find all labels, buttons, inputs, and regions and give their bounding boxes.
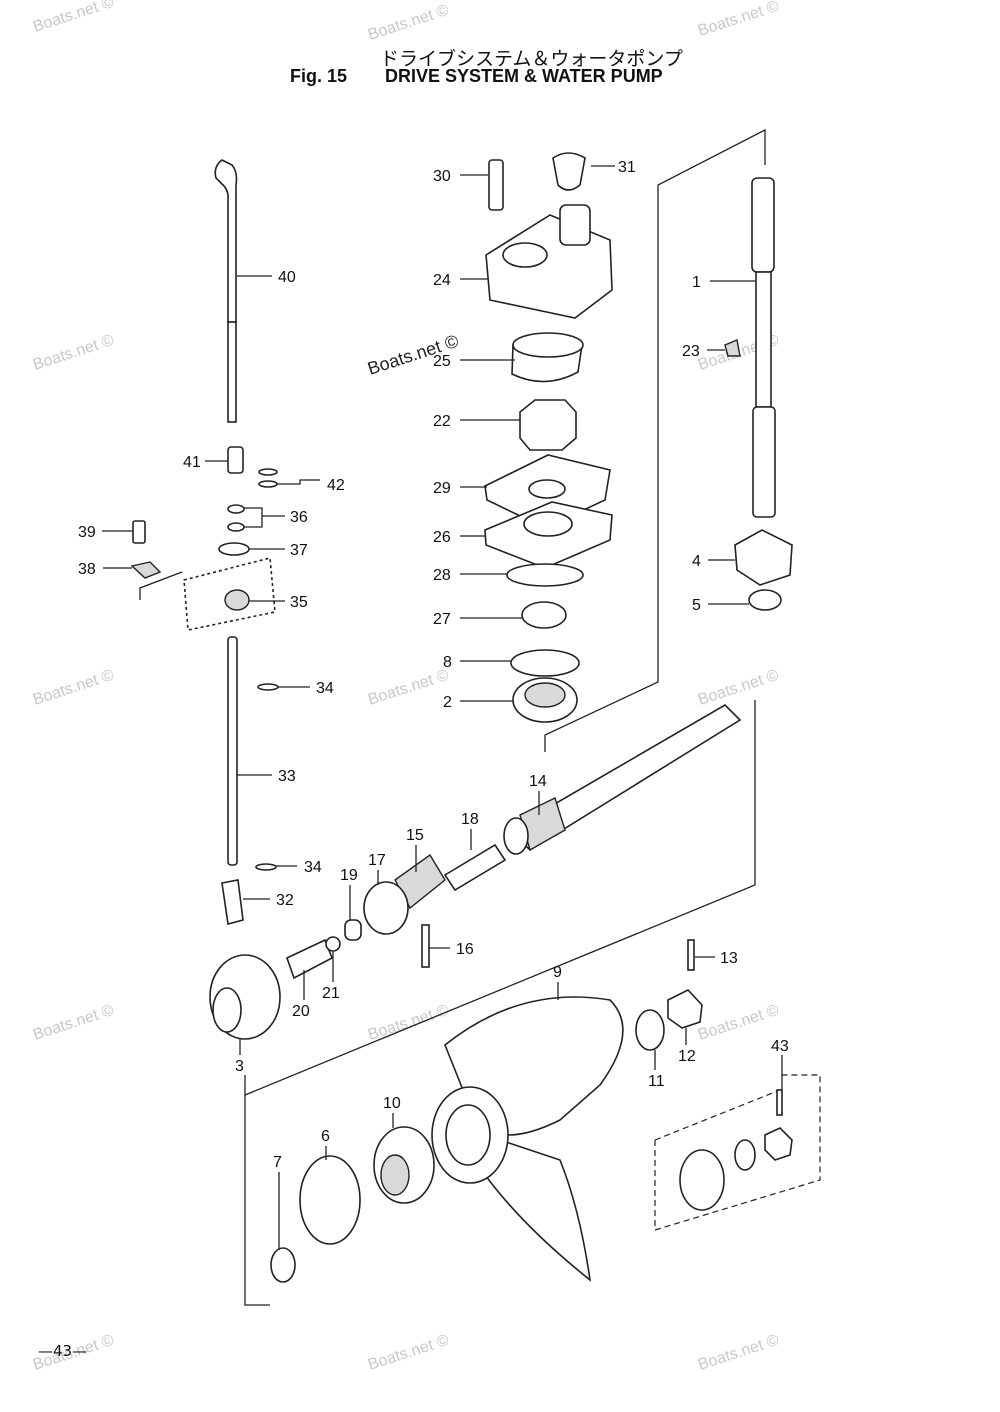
callout-30: 30 xyxy=(433,168,451,185)
callout-3: 3 xyxy=(235,1058,244,1075)
water-pump-assembly xyxy=(484,152,613,723)
callout-21: 21 xyxy=(322,985,340,1002)
callout-38: 38 xyxy=(78,561,96,578)
callout-32: 32 xyxy=(276,892,294,909)
callout-43: 43 xyxy=(771,1038,789,1055)
callout-27: 27 xyxy=(433,611,451,628)
callout-41: 41 xyxy=(183,454,201,471)
callout-2: 2 xyxy=(443,694,452,711)
callout-28: 28 xyxy=(433,567,451,584)
callout-14: 14 xyxy=(529,773,547,790)
watermark: Boats.net © xyxy=(366,2,451,44)
figure-label: Fig. 15 xyxy=(290,66,348,86)
watermark: Boats.net © xyxy=(366,1002,451,1044)
callout-19: 19 xyxy=(340,867,358,884)
callout-34: 34 xyxy=(316,680,334,697)
propeller-shaft-assembly xyxy=(209,703,742,1040)
watermark: Boats.net © xyxy=(366,1332,451,1374)
callout-5: 5 xyxy=(692,597,701,614)
shift-rod-upper xyxy=(214,159,238,423)
callout-15: 15 xyxy=(406,827,424,844)
callout-39: 39 xyxy=(78,524,96,541)
callout-16: 16 xyxy=(456,941,474,958)
callout-1: 1 xyxy=(692,274,701,291)
watermark: Boats.net © xyxy=(366,667,451,709)
leader-lines xyxy=(102,165,783,1250)
assembly-frame-lines xyxy=(139,128,821,1306)
callout-29: 29 xyxy=(433,480,451,497)
callout-25: 25 xyxy=(433,353,451,370)
callout-labels: 30 31 24 25 22 29 26 28 27 8 2 1 23 4 5 … xyxy=(78,159,789,1171)
callout-12: 12 xyxy=(678,1048,696,1065)
callout-8: 8 xyxy=(443,654,452,671)
callout-36: 36 xyxy=(290,509,308,526)
page-number: —43— xyxy=(38,1342,88,1360)
watermark: Boats.net © xyxy=(31,1002,116,1044)
callout-9: 9 xyxy=(553,964,562,981)
callout-13: 13 xyxy=(720,950,738,967)
callout-10: 10 xyxy=(383,1095,401,1112)
propeller-assembly xyxy=(270,939,793,1283)
callout-6: 6 xyxy=(321,1128,330,1145)
callout-24: 24 xyxy=(433,272,451,289)
callout-40: 40 xyxy=(278,269,296,286)
watermark: Boats.net © xyxy=(696,1332,781,1374)
callout-34: 34 xyxy=(304,859,322,876)
callout-22: 22 xyxy=(433,413,451,430)
shift-rod-joint xyxy=(130,446,279,926)
callout-37: 37 xyxy=(290,542,308,559)
watermark: Boats.net © xyxy=(696,1002,781,1044)
callout-26: 26 xyxy=(433,529,451,546)
callout-23: 23 xyxy=(682,343,700,360)
watermark: Boats.net © xyxy=(31,332,116,374)
shift-rod-lower xyxy=(227,636,238,866)
callout-33: 33 xyxy=(278,768,296,785)
callout-18: 18 xyxy=(461,811,479,828)
watermark: Boats.net © xyxy=(696,667,781,709)
callout-17: 17 xyxy=(368,852,386,869)
title-english: DRIVE SYSTEM & WATER PUMP xyxy=(385,66,663,86)
callout-11: 11 xyxy=(648,1073,665,1090)
callout-35: 35 xyxy=(290,594,308,611)
watermark: Boats.net © xyxy=(31,0,116,36)
title-japanese: ドライブシステム＆ウォータポンプ xyxy=(380,48,683,70)
watermark: Boats.net © xyxy=(31,667,116,709)
callout-4: 4 xyxy=(692,553,701,570)
callout-42: 42 xyxy=(327,477,345,494)
callout-31: 31 xyxy=(618,159,636,176)
callout-7: 7 xyxy=(273,1154,282,1171)
drive-shaft xyxy=(724,177,793,611)
watermark: Boats.net © xyxy=(696,0,781,40)
callout-20: 20 xyxy=(292,1003,310,1020)
